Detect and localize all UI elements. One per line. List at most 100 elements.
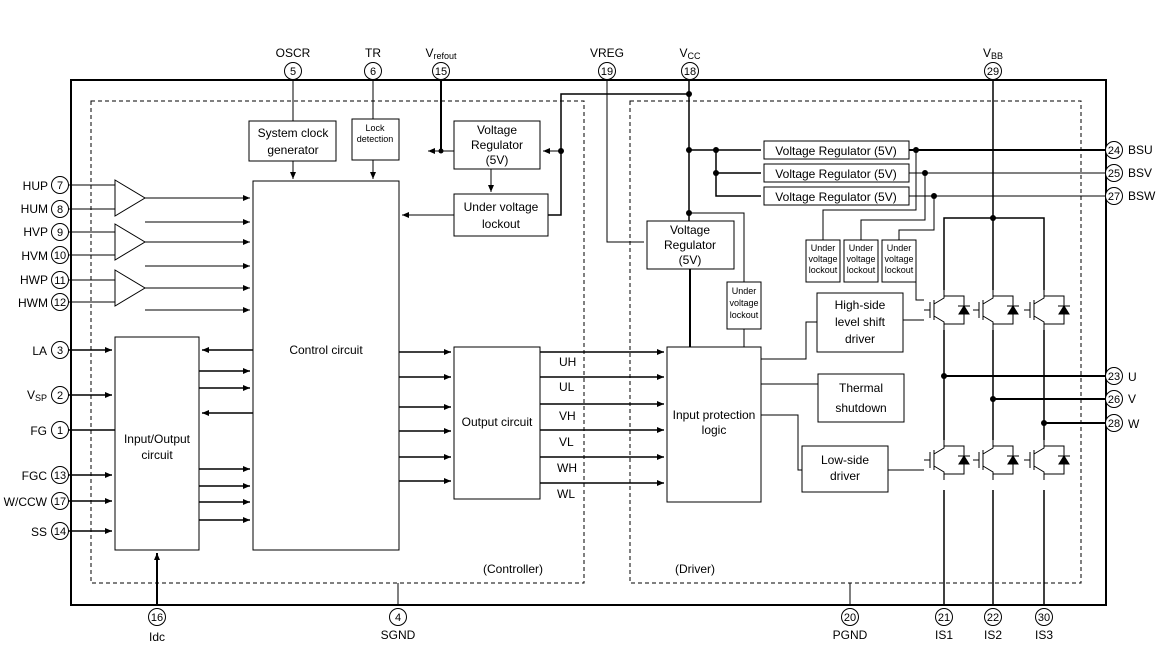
pin-label-bsu: BSU [1128, 143, 1153, 157]
pin-number-hvp: 9 [57, 227, 63, 239]
uvlo-ctrl-label-2: lockout [482, 217, 521, 231]
pin-number-pgnd: 20 [844, 612, 856, 624]
controller-section-label: (Controller) [483, 562, 543, 576]
vreg-drv-label-1: Voltage [670, 223, 710, 237]
pin-label-is3: IS3 [1035, 628, 1053, 642]
pin-number-oscr: 5 [290, 66, 296, 78]
driver-section-label: (Driver) [675, 562, 715, 576]
pin-circle-fg [51, 421, 69, 439]
system-clock-label-1: System clock [258, 126, 330, 140]
driver-section [629, 100, 1082, 584]
pin-label-bsw: BSW [1128, 189, 1156, 203]
thermal-label-1: Thermal [839, 381, 883, 395]
output-circuit-label: Output circuit [462, 415, 533, 429]
pin-label-vreg: VREG [590, 46, 624, 60]
pin-circle-la [51, 341, 69, 359]
pin-label-sgnd: SGND [381, 628, 416, 642]
pin-circle-is3 [1035, 608, 1053, 626]
pin-circle-bsu [1105, 141, 1123, 159]
signal-wl: WL [557, 487, 575, 501]
pin-number-tr: 6 [370, 66, 376, 78]
uvlo-small-2-label-2: voltage [846, 254, 875, 264]
pin-circle-is1 [935, 608, 953, 626]
igbt-low-u [924, 440, 970, 480]
io-circuit-label-2: circuit [141, 448, 173, 462]
pin-number-is2: 22 [987, 612, 999, 624]
vreg-ctrl-label-1: Voltage [477, 123, 517, 137]
lock-detection-label-2: detection [357, 134, 394, 144]
vreg-ctrl-label-3: (5V) [486, 153, 509, 167]
vreg-drv-label-2: Regulator [664, 238, 716, 252]
pin-label-vrefout: Vrefout [425, 46, 457, 61]
uvlo-small-1-label-2: voltage [808, 254, 837, 264]
igbt-high-v [973, 290, 1019, 330]
pin-number-fg: 1 [57, 425, 63, 437]
pin-number-vbb: 29 [987, 66, 999, 78]
pin-label-oscr: OSCR [276, 46, 311, 60]
pin-circle-hwm [51, 293, 69, 311]
comparator-w [114, 269, 146, 307]
pin-label-is2: IS2 [984, 628, 1002, 642]
uvlo-small-1-label-1: Under [811, 243, 836, 253]
uvlo-driver-label-2: voltage [729, 298, 758, 308]
pin-label-fg: FG [30, 424, 47, 438]
pin-label-v: V [1128, 392, 1136, 406]
pin-circle-vsp [51, 386, 69, 404]
pin-circle-w [1105, 414, 1123, 432]
vreg-bsu-label: Voltage Regulator (5V) [775, 144, 896, 158]
lock-detection-block [351, 118, 400, 161]
pin-label-idc: Idc [149, 630, 165, 644]
pin-circle-fgc [51, 466, 69, 484]
package-outline [70, 79, 1107, 606]
pin-circle-hup [51, 176, 69, 194]
control-circuit-label: Control circuit [289, 343, 363, 357]
comparator-v [114, 223, 146, 261]
pin-number-vrefout: 15 [435, 66, 447, 78]
uvlo-small-3-label-3: lockout [885, 265, 914, 275]
pin-label-is1: IS1 [935, 628, 953, 642]
signal-uh: UH [559, 355, 576, 369]
uvlo-driver-label-3: lockout [730, 310, 759, 320]
pin-number-hwm: 12 [54, 297, 66, 309]
output-circuit-block [453, 346, 541, 500]
pin-number-hwp: 11 [54, 275, 65, 287]
pin-label-vbb: VBB [983, 46, 1003, 61]
controller-section [90, 100, 585, 584]
pin-circle-bsw [1105, 187, 1123, 205]
pin-label-hvp: HVP [23, 225, 48, 239]
lock-detection-label-1: Lock [365, 123, 385, 133]
pin-circle-hvm [51, 246, 69, 264]
pin-number-vreg: 19 [601, 66, 613, 78]
igbt-high-w [1024, 290, 1070, 330]
pin-number-bsu: 24 [1108, 145, 1120, 157]
pin-label-pgnd: PGND [833, 628, 868, 642]
pin-number-idc: 16 [151, 612, 163, 624]
pin-label-hup: HUP [23, 179, 48, 193]
signal-vl: VL [559, 435, 574, 449]
vreg-bsv-label: Voltage Regulator (5V) [775, 167, 896, 181]
uvlo-small-2-label-1: Under [849, 243, 874, 253]
pin-label-ss: SS [31, 525, 47, 539]
uvlo-ctrl-label-1: Under voltage [464, 200, 539, 214]
pin-label-fgc: FGC [22, 469, 48, 483]
pin-number-u: 23 [1108, 371, 1120, 383]
input-protection-logic-block [666, 346, 762, 503]
thermal-shutdown-block [817, 373, 905, 423]
pin-label-cwccw: W/CCW [4, 495, 48, 509]
pin-label-hwm: HWM [18, 296, 48, 310]
pin-circle-cwccw [51, 492, 69, 510]
vreg-ctrl-label-2: Regulator [471, 138, 523, 152]
pin-circle-u [1105, 367, 1123, 385]
uvlo-small-2-label-3: lockout [847, 265, 876, 275]
pin-number-bsw: 27 [1108, 191, 1120, 203]
high-side-label-3: driver [845, 332, 875, 346]
low-side-driver-block [801, 445, 889, 493]
pin-number-ss: 14 [54, 526, 66, 538]
pin-number-w: 28 [1108, 418, 1120, 430]
pin-number-vsp: 2 [57, 390, 63, 402]
pin-circle-ss [51, 522, 69, 540]
high-side-label-2: level shift [835, 315, 886, 329]
pin-number-hup: 7 [57, 180, 63, 192]
pin-circle-vrefout [432, 62, 450, 80]
